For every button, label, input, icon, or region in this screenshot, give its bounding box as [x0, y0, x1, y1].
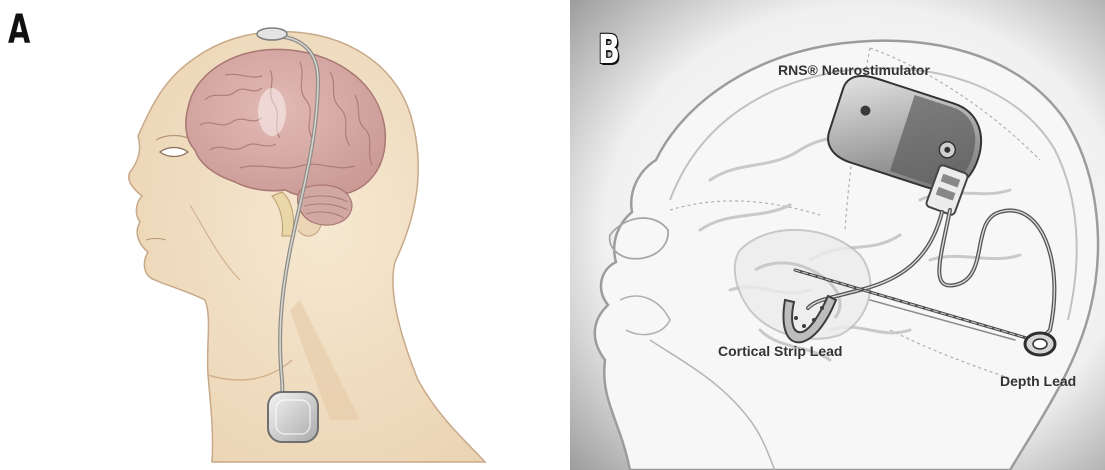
cortical-strip-lead-label: Cortical Strip Lead: [718, 343, 842, 359]
panel-b-letter: B: [598, 30, 619, 70]
panel-a: A: [0, 0, 560, 470]
vagus-nerve-stimulator-illustration: [0, 0, 560, 470]
burr-hole-cap: [257, 28, 287, 40]
panel-b: B RNS® Neurostimulator Cortical Strip Le…: [570, 0, 1105, 470]
neurostimulator-label: RNS® Neurostimulator: [778, 62, 930, 78]
depth-lead-label: Depth Lead: [1000, 373, 1076, 389]
